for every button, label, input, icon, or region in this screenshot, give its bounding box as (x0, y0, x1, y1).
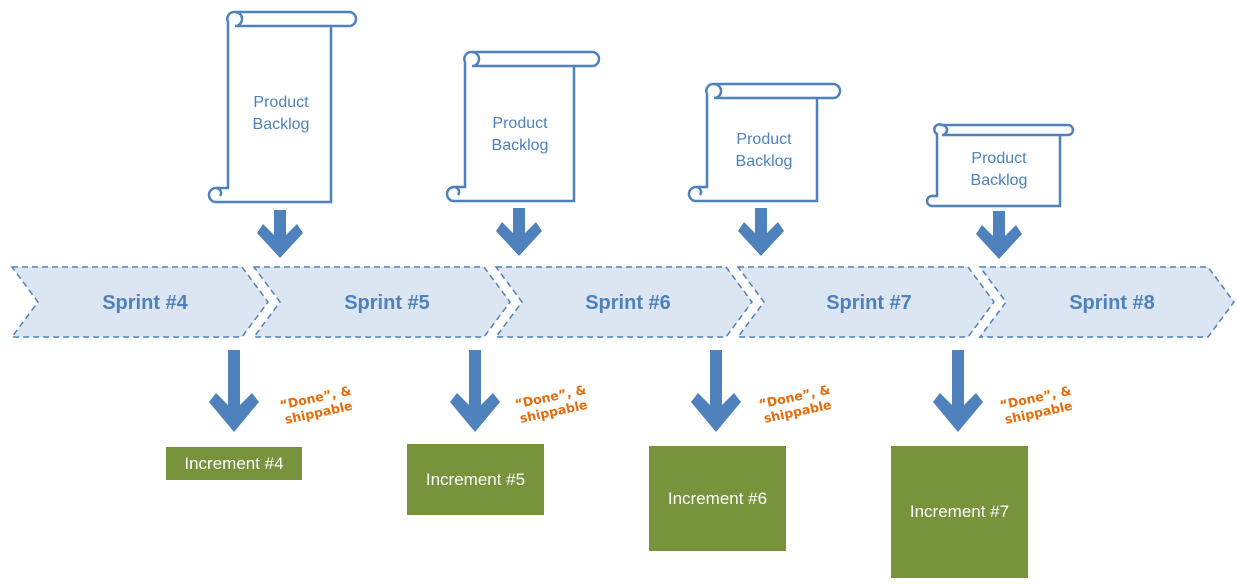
increment-label: Increment #7 (909, 502, 1010, 521)
backlog-label-line2: Backlog (492, 137, 549, 154)
increment-label: Increment #4 (184, 453, 284, 473)
down-arrow-icon (496, 208, 542, 256)
scroll-icon (925, 123, 1075, 208)
sprint-chevron-4: Sprint #4 (10, 266, 269, 338)
increment-label: Increment #5 (425, 469, 526, 489)
sprint-label: Sprint #6 (585, 292, 671, 314)
down-arrow-icon (209, 350, 259, 432)
sprint-to-increment-arrows (209, 350, 983, 432)
backlog-label-line1: Product (736, 131, 792, 148)
product-backlog-scroll-4: Product Backlog (925, 123, 1075, 208)
product-backlog-scroll-1: Product Backlog (207, 10, 358, 204)
down-arrow-icon (976, 211, 1022, 259)
scroll-icon (207, 10, 358, 204)
backlog-label-line2: Backlog (971, 172, 1028, 189)
backlog-label-line1: Product (492, 115, 548, 132)
sprint-chevron-6: Sprint #6 (494, 266, 753, 338)
increment-box-4: Increment #4 (166, 447, 302, 480)
down-arrow-icon (450, 350, 500, 432)
sprint-chevron-7: Sprint #7 (736, 266, 995, 338)
down-arrow-icon (257, 210, 303, 258)
increment-box-5: Increment #5 (407, 444, 544, 515)
backlog-label-line2: Backlog (736, 153, 793, 170)
increment-label: Increment #6 (667, 488, 768, 508)
increment-box-7: Increment #7 (891, 446, 1028, 578)
increment-box-6: Increment #6 (649, 446, 786, 551)
sprint-chevron-8: Sprint #8 (978, 266, 1235, 338)
sprint-label: Sprint #5 (344, 292, 430, 314)
sprint-chevron-5: Sprint #5 (252, 266, 511, 338)
product-backlog-scroll-3: Product Backlog (687, 82, 842, 203)
backlog-label-line1: Product (971, 150, 1027, 167)
scroll-icon (445, 50, 601, 203)
backlog-to-sprint-arrows (257, 208, 1022, 259)
sprint-label: Sprint #4 (102, 292, 188, 314)
scroll-icon (687, 82, 842, 203)
down-arrow-icon (933, 350, 983, 432)
sprint-label: Sprint #7 (826, 292, 912, 314)
down-arrow-icon (691, 350, 741, 432)
down-arrow-icon (738, 208, 784, 256)
backlog-label-line1: Product (253, 94, 309, 111)
product-backlog-scroll-2: Product Backlog (445, 50, 601, 203)
backlog-label-line2: Backlog (253, 116, 310, 133)
sprint-label: Sprint #8 (1069, 292, 1155, 314)
